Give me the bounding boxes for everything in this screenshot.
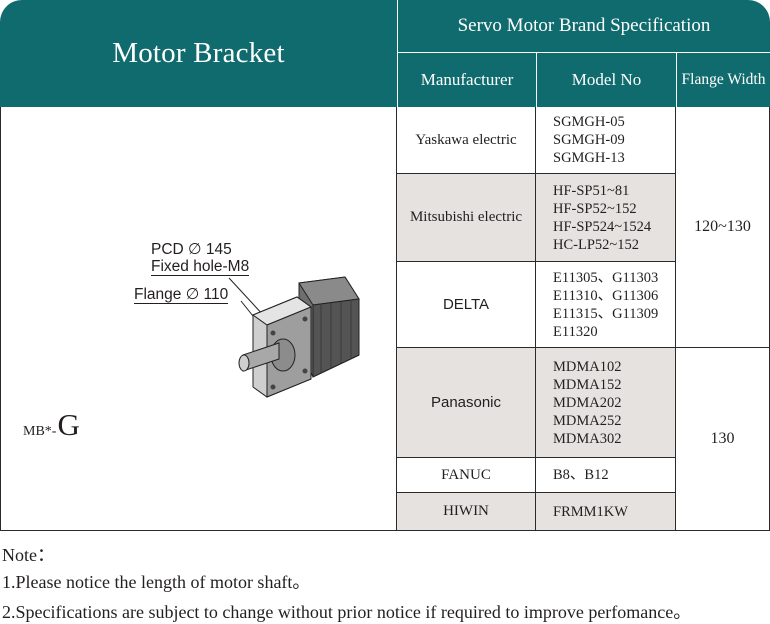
- note-item: 1.Please notice the length of motor shaf…: [2, 572, 311, 592]
- fixed-hole-label: Fixed hole-M8: [151, 258, 250, 276]
- flange-width-value: 120~130: [694, 218, 751, 235]
- mount-hole: [270, 330, 276, 336]
- motor-bracket-header: Motor Bracket: [0, 0, 397, 107]
- motor-body-side: [312, 298, 360, 378]
- table-row-model: FRMM1KW: [536, 493, 676, 531]
- table-row-model: MDMA102 MDMA152 MDMA202 MDMA252 MDMA302: [536, 348, 676, 458]
- table-row-model: B8、B12: [536, 458, 676, 493]
- model-number: MDMA252: [553, 412, 622, 429]
- table-row-manufacturer: Mitsubishi electric: [397, 174, 536, 262]
- manufacturer-mitsubishi: Mitsubishi electric: [409, 209, 523, 225]
- flange-label: Flange ∅ 110: [134, 286, 229, 304]
- column-header-flange: Flange Width: [676, 52, 770, 107]
- bracket-code-letter: G: [57, 407, 80, 442]
- model-number: SGMGH-05: [553, 114, 625, 130]
- manufacturer-delta: DELTA: [442, 296, 490, 313]
- model-number: HF-SP51~81: [553, 182, 630, 199]
- manufacturer-fanuc: FANUC: [441, 466, 491, 483]
- mount-hole: [302, 316, 308, 322]
- model-number: MDMA102: [553, 358, 622, 375]
- table-row-model: E11305、G11303 E11310、G11306 E11315、G1130…: [536, 262, 676, 348]
- model-number: E11320: [553, 323, 598, 340]
- bracket-code: MB*-G: [23, 407, 80, 443]
- spec-title: Servo Motor Brand Specification: [457, 15, 711, 36]
- model-number: MDMA152: [553, 376, 622, 393]
- model-number: FRMM1KW: [553, 503, 628, 520]
- flange-width-cell: 120~130: [676, 107, 770, 348]
- bracket-cell: MB*-G PCD ∅ 145 Fixed hole-M8 Flange ∅ 1…: [0, 107, 397, 531]
- column-header-model: Model No: [536, 52, 676, 107]
- bracket-code-prefix: MB*-: [23, 424, 57, 439]
- manufacturer-hiwin: HIWIN: [443, 503, 489, 519]
- fixed-hole-leader-line: [228, 277, 266, 318]
- page-title: Motor Bracket: [112, 37, 285, 69]
- model-number: E11310、G11306: [553, 287, 659, 304]
- table-row-manufacturer: FANUC: [397, 458, 536, 493]
- table-row-manufacturer: HIWIN: [397, 493, 536, 531]
- column-header-flange-label: Flange Width: [681, 71, 766, 88]
- spec-header: Servo Motor Brand Specification: [397, 0, 770, 52]
- column-header-manufacturer: Manufacturer: [397, 52, 536, 107]
- table-row-manufacturer: Panasonic: [397, 348, 536, 458]
- model-number: B8、B12: [553, 467, 609, 483]
- note-item: 2.Specifications are subject to change w…: [2, 602, 692, 622]
- table-row-model: HF-SP51~81 HF-SP52~152 HF-SP524~1524 HC-…: [536, 174, 676, 262]
- model-number: SGMGH-09: [553, 132, 625, 148]
- column-header-model-label: Model No: [571, 70, 642, 89]
- table-row-manufacturer: DELTA: [397, 262, 536, 348]
- flange-width-value: 130: [710, 430, 735, 447]
- model-number: E11315、G11309: [553, 305, 659, 322]
- column-header-manufacturer-label: Manufacturer: [420, 70, 514, 89]
- table-row-manufacturer: Yaskawa electric: [397, 107, 536, 174]
- manufacturer-panasonic: Panasonic: [430, 394, 502, 411]
- model-number: HC-LP52~152: [553, 236, 639, 253]
- table-row-model: SGMGH-05 SGMGH-09 SGMGH-13: [536, 107, 676, 174]
- notes-heading: Note：: [2, 545, 55, 565]
- model-number: HF-SP524~1524: [553, 218, 652, 235]
- flange-width-cell: 130: [676, 348, 770, 531]
- mount-hole: [270, 384, 276, 390]
- manufacturer-yaskawa: Yaskawa electric: [415, 131, 517, 148]
- shaft-end: [238, 354, 250, 372]
- model-number: SGMGH-13: [553, 150, 625, 166]
- motor-bracket-drawing: [228, 276, 360, 398]
- model-number: E11305、G11303: [553, 269, 659, 286]
- mount-hole: [302, 368, 308, 374]
- pcd-label: PCD ∅ 145: [151, 241, 232, 258]
- model-number: MDMA202: [553, 394, 622, 411]
- model-number: HF-SP52~152: [553, 200, 637, 217]
- model-number: MDMA302: [553, 430, 622, 447]
